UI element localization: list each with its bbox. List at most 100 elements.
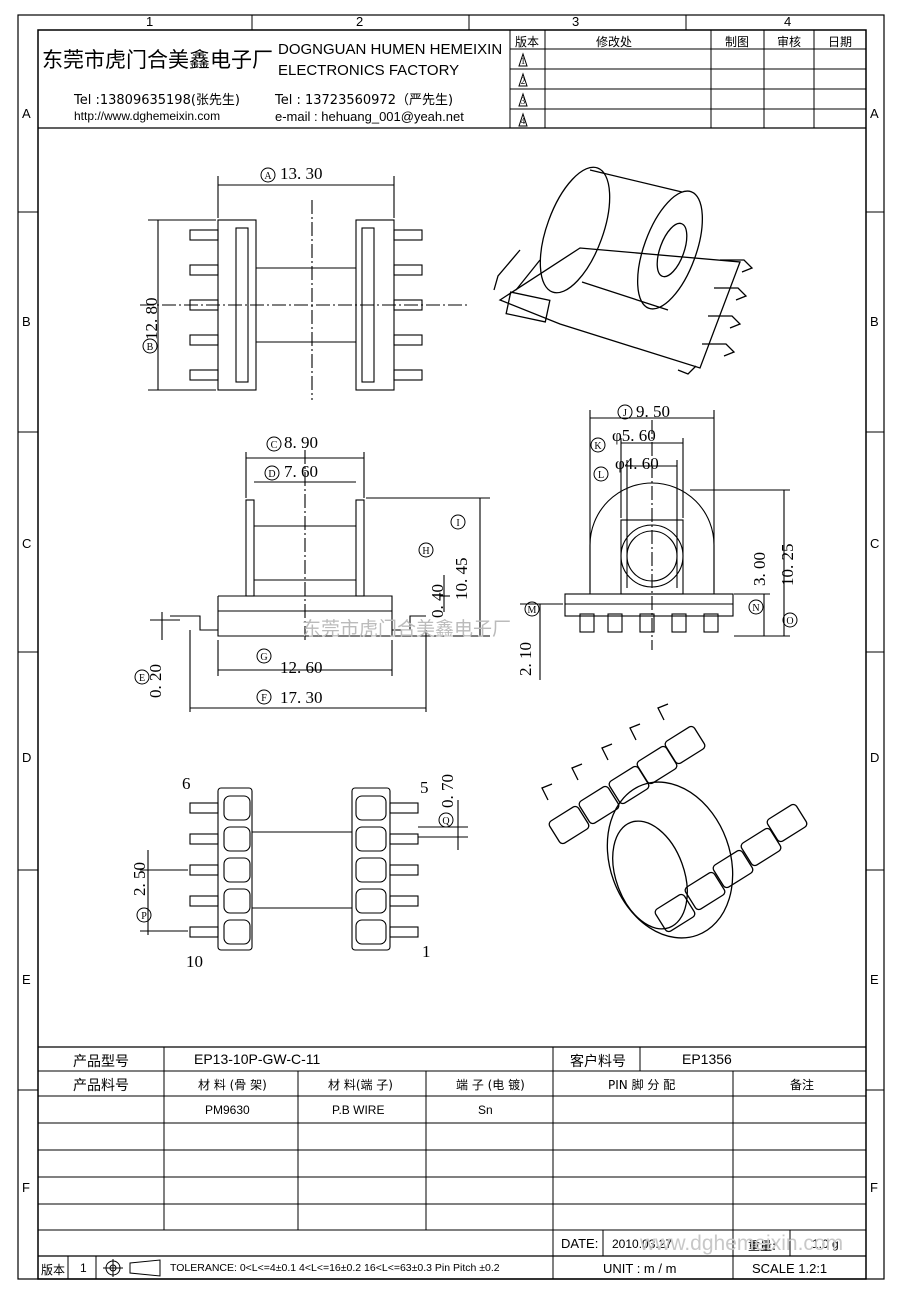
- product-model-value: EP13-10P-GW-C-11: [194, 1051, 321, 1067]
- svg-text:2: 2: [521, 76, 526, 86]
- product-model-label: 产品型号: [73, 1054, 129, 1070]
- dim-m-value: 2. 10: [516, 642, 535, 676]
- svg-text:E: E: [139, 673, 145, 684]
- dim-b-value: 12. 80: [142, 297, 161, 341]
- unit-text: UNIT : m / m: [603, 1261, 677, 1276]
- svg-text:F: F: [261, 693, 267, 704]
- company-name-cn: 东莞市虎门合美鑫电子厂: [42, 48, 273, 72]
- front-view-drawing: [150, 450, 490, 712]
- bottom-view-drawing: [140, 787, 468, 951]
- svg-text:H: H: [422, 546, 429, 557]
- row-label-b: B: [22, 314, 31, 329]
- svg-text:D: D: [268, 469, 275, 480]
- row-label-b-right: B: [870, 314, 879, 329]
- row-label-e: E: [22, 972, 31, 987]
- svg-text:J: J: [623, 408, 627, 419]
- pin-label-5: 5: [420, 778, 429, 797]
- weight-label: 重量:: [748, 1239, 777, 1253]
- svg-text:N: N: [752, 603, 759, 614]
- company-name-en-1: DOGNGUAN HUMEN HEMEIXIN: [278, 41, 503, 58]
- column-label-4: 4: [784, 14, 792, 29]
- svg-text:C: C: [271, 440, 278, 451]
- tolerance-text: TOLERANCE: 0<L<=4±0.1 4<L<=16±0.2 16<L<=…: [170, 1262, 500, 1274]
- dim-l-value: φ4. 60: [615, 454, 659, 473]
- material-pin-value: P.B WIRE: [332, 1103, 385, 1117]
- pin-label-10: 10: [186, 952, 203, 971]
- telephone-2: Tel : 13723560972（严先生): [275, 93, 454, 108]
- rev-header-change: 修改处: [596, 35, 633, 49]
- dim-o-value: 10. 25: [778, 543, 797, 587]
- row-label-d-right: D: [870, 750, 880, 765]
- customer-part-value: EP1356: [682, 1051, 732, 1067]
- svg-text:4: 4: [521, 116, 526, 126]
- dim-e-value: 0. 20: [146, 664, 165, 698]
- telephone-1: Tel :13809635198(张先生): [74, 93, 240, 108]
- side-view-drawing: [520, 410, 790, 680]
- material-bobbin-label: 材 料 (骨 架): [198, 1078, 267, 1092]
- dim-c-bottom-value: 12. 60: [280, 658, 323, 677]
- pin-label-6: 6: [182, 774, 191, 793]
- plating-label: 端 子 (电 镀): [456, 1078, 525, 1092]
- row-label-d: D: [22, 750, 32, 765]
- pin-assignment-label: PIN 脚 分 配: [608, 1078, 676, 1092]
- column-label-3: 3: [572, 14, 580, 29]
- row-label-c: C: [22, 536, 32, 551]
- svg-text:I: I: [456, 518, 459, 529]
- dim-d-value: 7. 60: [284, 462, 318, 481]
- dim-n-value: 3. 00: [750, 552, 769, 586]
- rev-header-drawn: 制图: [725, 35, 750, 49]
- rev-header-version: 版本: [515, 35, 540, 49]
- pin-label-1: 1: [422, 942, 431, 961]
- plating-value: Sn: [478, 1103, 493, 1117]
- date-label: DATE:: [561, 1236, 599, 1251]
- svg-text:L: L: [598, 470, 604, 481]
- rev-header-date: 日期: [828, 35, 853, 49]
- remark-label: 备注: [790, 1078, 815, 1092]
- svg-text:1: 1: [521, 56, 526, 66]
- material-bobbin-value: PM9630: [205, 1103, 250, 1117]
- dim-c-top-value: 8. 90: [284, 433, 318, 452]
- version-value: 1: [80, 1261, 87, 1275]
- svg-text:K: K: [594, 441, 602, 452]
- top-view-drawing: [140, 176, 470, 400]
- row-label-e-right: E: [870, 972, 879, 987]
- svg-text:B: B: [147, 342, 154, 353]
- isometric-view-top: [493, 166, 754, 375]
- row-label-a: A: [22, 106, 31, 121]
- svg-text:G: G: [260, 652, 267, 663]
- svg-text:3: 3: [521, 96, 526, 106]
- svg-text:M: M: [528, 605, 537, 616]
- customer-part-label: 客户料号: [570, 1054, 626, 1070]
- column-label-1: 1: [146, 14, 154, 29]
- dim-p-value: 2. 50: [130, 862, 149, 896]
- dim-a-value: 13. 30: [280, 164, 323, 183]
- version-label: 版本: [41, 1263, 66, 1277]
- svg-text:Q: Q: [442, 816, 450, 827]
- product-part-label: 产品料号: [73, 1078, 129, 1094]
- isometric-view-bottom: [541, 703, 808, 939]
- dim-k-value: φ5. 60: [612, 426, 656, 445]
- watermark-bottom: www.dghemeixin.com: [640, 1232, 844, 1255]
- watermark-center: 东莞市虎门合美鑫电子厂: [302, 618, 512, 640]
- dim-i-value: 10. 45: [452, 557, 471, 601]
- material-pin-label: 材 料(端 子): [328, 1078, 393, 1092]
- row-label-c-right: C: [870, 536, 880, 551]
- scale-text: SCALE 1.2:1: [752, 1261, 828, 1276]
- website-link[interactable]: http://www.dghemeixin.com: [74, 109, 221, 123]
- row-label-f: F: [22, 1180, 30, 1195]
- company-name-en-2: ELECTRONICS FACTORY: [278, 62, 460, 79]
- dim-j-value: 9. 50: [636, 402, 670, 421]
- dim-h-value: 0. 40: [428, 584, 447, 618]
- date-value: 2010.03.27: [612, 1237, 673, 1251]
- dim-q-value: 0. 70: [438, 774, 457, 808]
- weight-value: 1.0 g: [812, 1237, 839, 1251]
- email-address[interactable]: e-mail : hehuang_001@yeah.net: [275, 109, 464, 124]
- row-label-a-right: A: [870, 106, 879, 121]
- rev-header-checked: 审核: [777, 35, 802, 49]
- svg-text:P: P: [141, 911, 147, 922]
- dim-f-value: 17. 30: [280, 688, 323, 707]
- label-a-letter: A: [264, 171, 272, 182]
- column-label-2: 2: [356, 14, 364, 29]
